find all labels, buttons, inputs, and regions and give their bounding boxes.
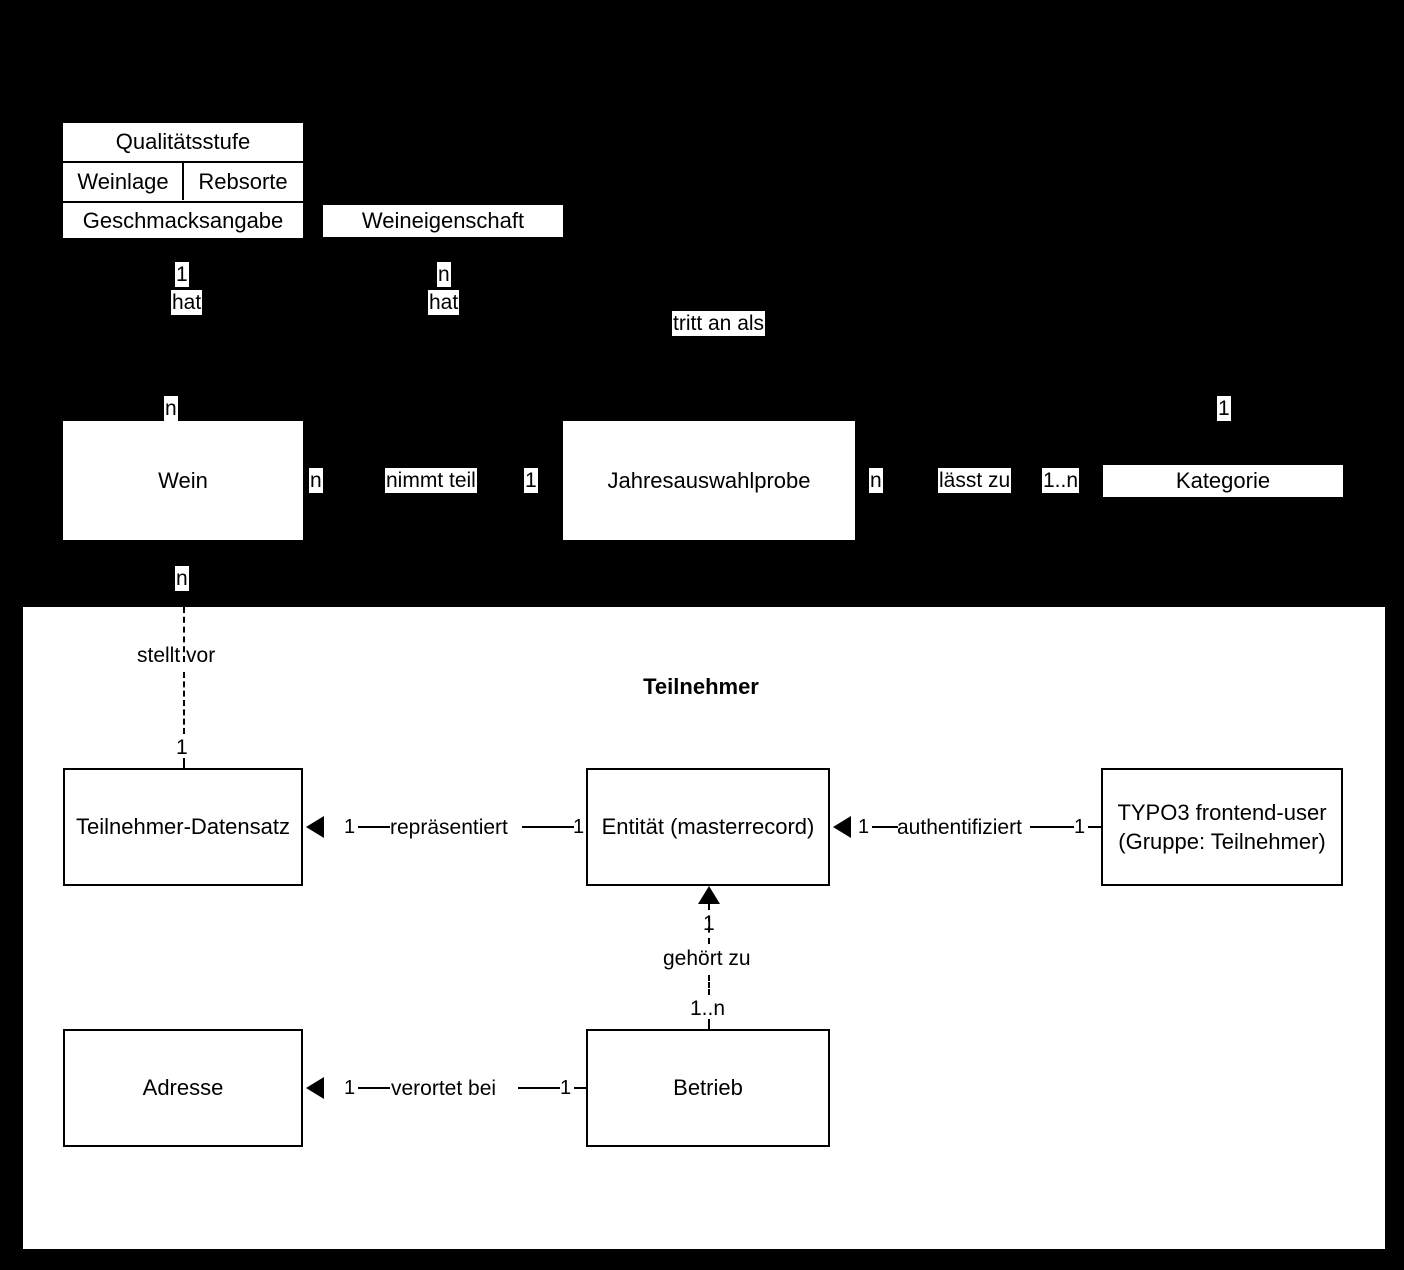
entity-kategorie: Kategorie — [1103, 465, 1343, 497]
cardinality-typo3-authentifiziert: 1 — [1074, 816, 1086, 838]
table-divider — [63, 201, 303, 203]
relationship-authentifiziert: authentifiziert — [897, 816, 1022, 839]
arrowhead-repraesentiert — [306, 816, 324, 838]
connector-repraesentiert-right — [522, 826, 574, 828]
cardinality-kategorie-top: 1 — [1217, 396, 1231, 421]
relationship-verortet-bei: verortet bei — [391, 1077, 497, 1100]
connector-stellt-vor-lower — [183, 672, 185, 734]
qualitaetsstufe-table: Qualitätsstufe Weinlage Rebsorte Geschma… — [63, 123, 303, 238]
cardinality-kategorie-laesst-zu: 1..n — [1042, 468, 1080, 493]
table-divider — [63, 161, 303, 163]
cardinality-tn-repraesentiert: 1 — [344, 816, 356, 838]
connector-verortet-stub — [574, 1087, 586, 1089]
entity-weinlage: Weinlage — [77, 168, 169, 194]
entity-betrieb: Betrieb — [586, 1029, 830, 1147]
typo3-user-line-1: TYPO3 frontend-user — [1117, 800, 1327, 825]
connector-gehoert-zu-lower — [708, 1019, 710, 1029]
panel-title: Teilnehmer — [0, 674, 1404, 700]
entity-typo3-frontend-user: TYPO3 frontend-user (Gruppe: Teilnehmer) — [1101, 768, 1343, 886]
cardinality-tn-datensatz-stellt-vor: 1 — [176, 736, 188, 759]
cardinality-qs-to-wein: 1 — [175, 262, 189, 287]
connector-verortet-left — [358, 1087, 390, 1089]
entity-adresse: Adresse — [63, 1029, 303, 1147]
cardinality-betrieb-gehoert-zu: 1..n — [690, 997, 726, 1020]
relationship-stellt-vor: stellt vor — [137, 644, 216, 667]
entity-rebsorte: Rebsorte — [198, 168, 288, 194]
cardinality-entitaet-authentifiziert: 1 — [858, 816, 870, 838]
cardinality-jahres-nimmt-teil: 1 — [524, 468, 538, 493]
entity-weineigenschaft: Weineigenschaft — [323, 205, 563, 237]
connector-authentifiziert-stub — [1088, 826, 1101, 828]
connector-verortet-right — [518, 1087, 560, 1089]
connector-stellt-vor-upper — [183, 607, 185, 662]
cardinality-entitaet-repraesentiert: 1 — [573, 816, 585, 838]
connector-stellt-vor-end — [183, 758, 185, 768]
entity-teilnehmer-datensatz: Teilnehmer-Datensatz — [63, 768, 303, 886]
arrowhead-authentifiziert — [833, 816, 851, 838]
relationship-laesst-zu: lässt zu — [938, 468, 1012, 493]
arrowhead-gehoert-zu — [698, 886, 720, 904]
entity-qualitaetsstufe: Qualitätsstufe — [115, 128, 251, 154]
entity-wein: Wein — [63, 421, 303, 540]
cardinality-wein-stellt-vor: n — [175, 566, 189, 591]
qualitaetsstufe-attr-row: Weinlage Rebsorte — [63, 163, 303, 200]
relationship-nimmt-teil: nimmt teil — [385, 468, 477, 493]
cardinality-we-to-wein: n — [437, 262, 451, 287]
arrowhead-verortet-bei — [306, 1077, 324, 1099]
connector-repraesentiert-left — [358, 826, 390, 828]
typo3-user-line-2: (Gruppe: Teilnehmer) — [1118, 829, 1326, 854]
relationship-hat-qualitaet: hat — [171, 290, 203, 315]
cardinality-adresse-verortet: 1 — [344, 1077, 356, 1099]
entity-entitaet-masterrecord: Entität (masterrecord) — [586, 768, 830, 886]
cardinality-betrieb-verortet: 1 — [560, 1077, 572, 1099]
panel-title-text: Teilnehmer — [643, 674, 759, 699]
cardinality-wein-nimmt-teil: n — [309, 468, 323, 493]
cardinality-wein-from-qs: n — [164, 396, 178, 421]
cardinality-jahres-laesst-zu: n — [869, 468, 883, 493]
connector-authentifiziert-right — [1030, 826, 1074, 828]
entity-jahresauswahlprobe: Jahresauswahlprobe — [563, 421, 855, 540]
connector-authentifiziert-left — [872, 826, 898, 828]
table-cell-divider — [182, 163, 184, 200]
relationship-tritt-an-als: tritt an als — [672, 311, 766, 336]
relationship-repraesentiert: repräsentiert — [390, 816, 508, 839]
relationship-hat-eigenschaft: hat — [428, 290, 460, 315]
connector-gehoert-zu-mid — [708, 975, 710, 995]
entity-geschmacksangabe: Geschmacksangabe — [82, 207, 284, 233]
connector-gehoert-zu-upper — [708, 904, 710, 944]
relationship-gehoert-zu: gehört zu — [663, 947, 751, 970]
